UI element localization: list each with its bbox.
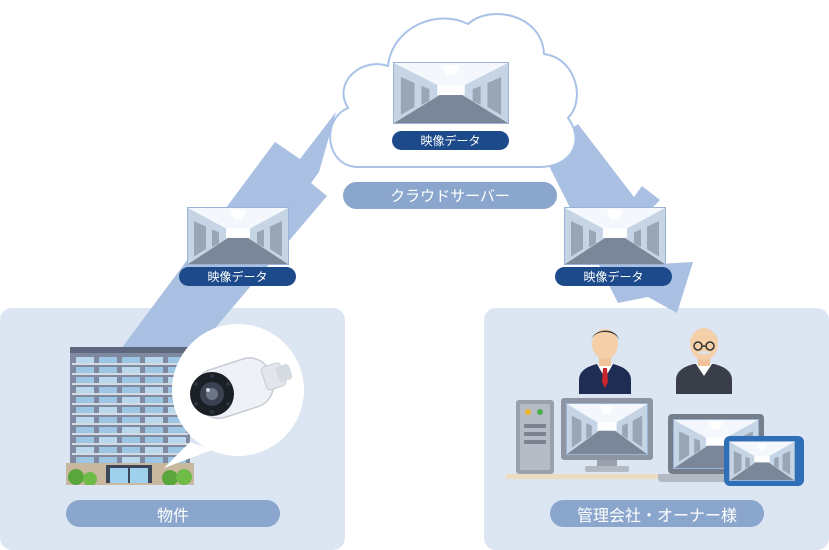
monitor-video-thumbnail [566, 403, 648, 455]
cloud-server-label: クラウドサーバー [343, 182, 557, 209]
elderly-man-avatar-icon [676, 328, 732, 394]
corridor-image [188, 208, 288, 264]
pc-tower-icon [516, 400, 554, 474]
desk-surface [506, 474, 666, 479]
cloud-data-badge: 映像データ [392, 131, 509, 150]
corridor-image [567, 404, 647, 454]
monitor-base [585, 466, 629, 472]
download-video-thumbnail [564, 207, 666, 265]
owner-label: 管理会社・オーナー様 [550, 500, 764, 527]
corridor-image [730, 442, 794, 480]
businessman-avatar-icon [579, 329, 631, 394]
upload-data-badge: 映像データ [179, 267, 296, 286]
tablet-video-thumbnail [729, 441, 795, 481]
upload-video-thumbnail [187, 207, 289, 265]
download-data-badge: 映像データ [555, 267, 672, 286]
laptop-keyboard-base [658, 474, 776, 482]
property-label: 物件 [66, 500, 280, 527]
apartment-building-icon [66, 347, 194, 485]
security-camera-icon [164, 324, 304, 468]
corridor-image [565, 208, 665, 264]
cloud-video-thumbnail [393, 62, 509, 124]
monitor-stand [597, 460, 617, 468]
corridor-image [394, 63, 508, 123]
